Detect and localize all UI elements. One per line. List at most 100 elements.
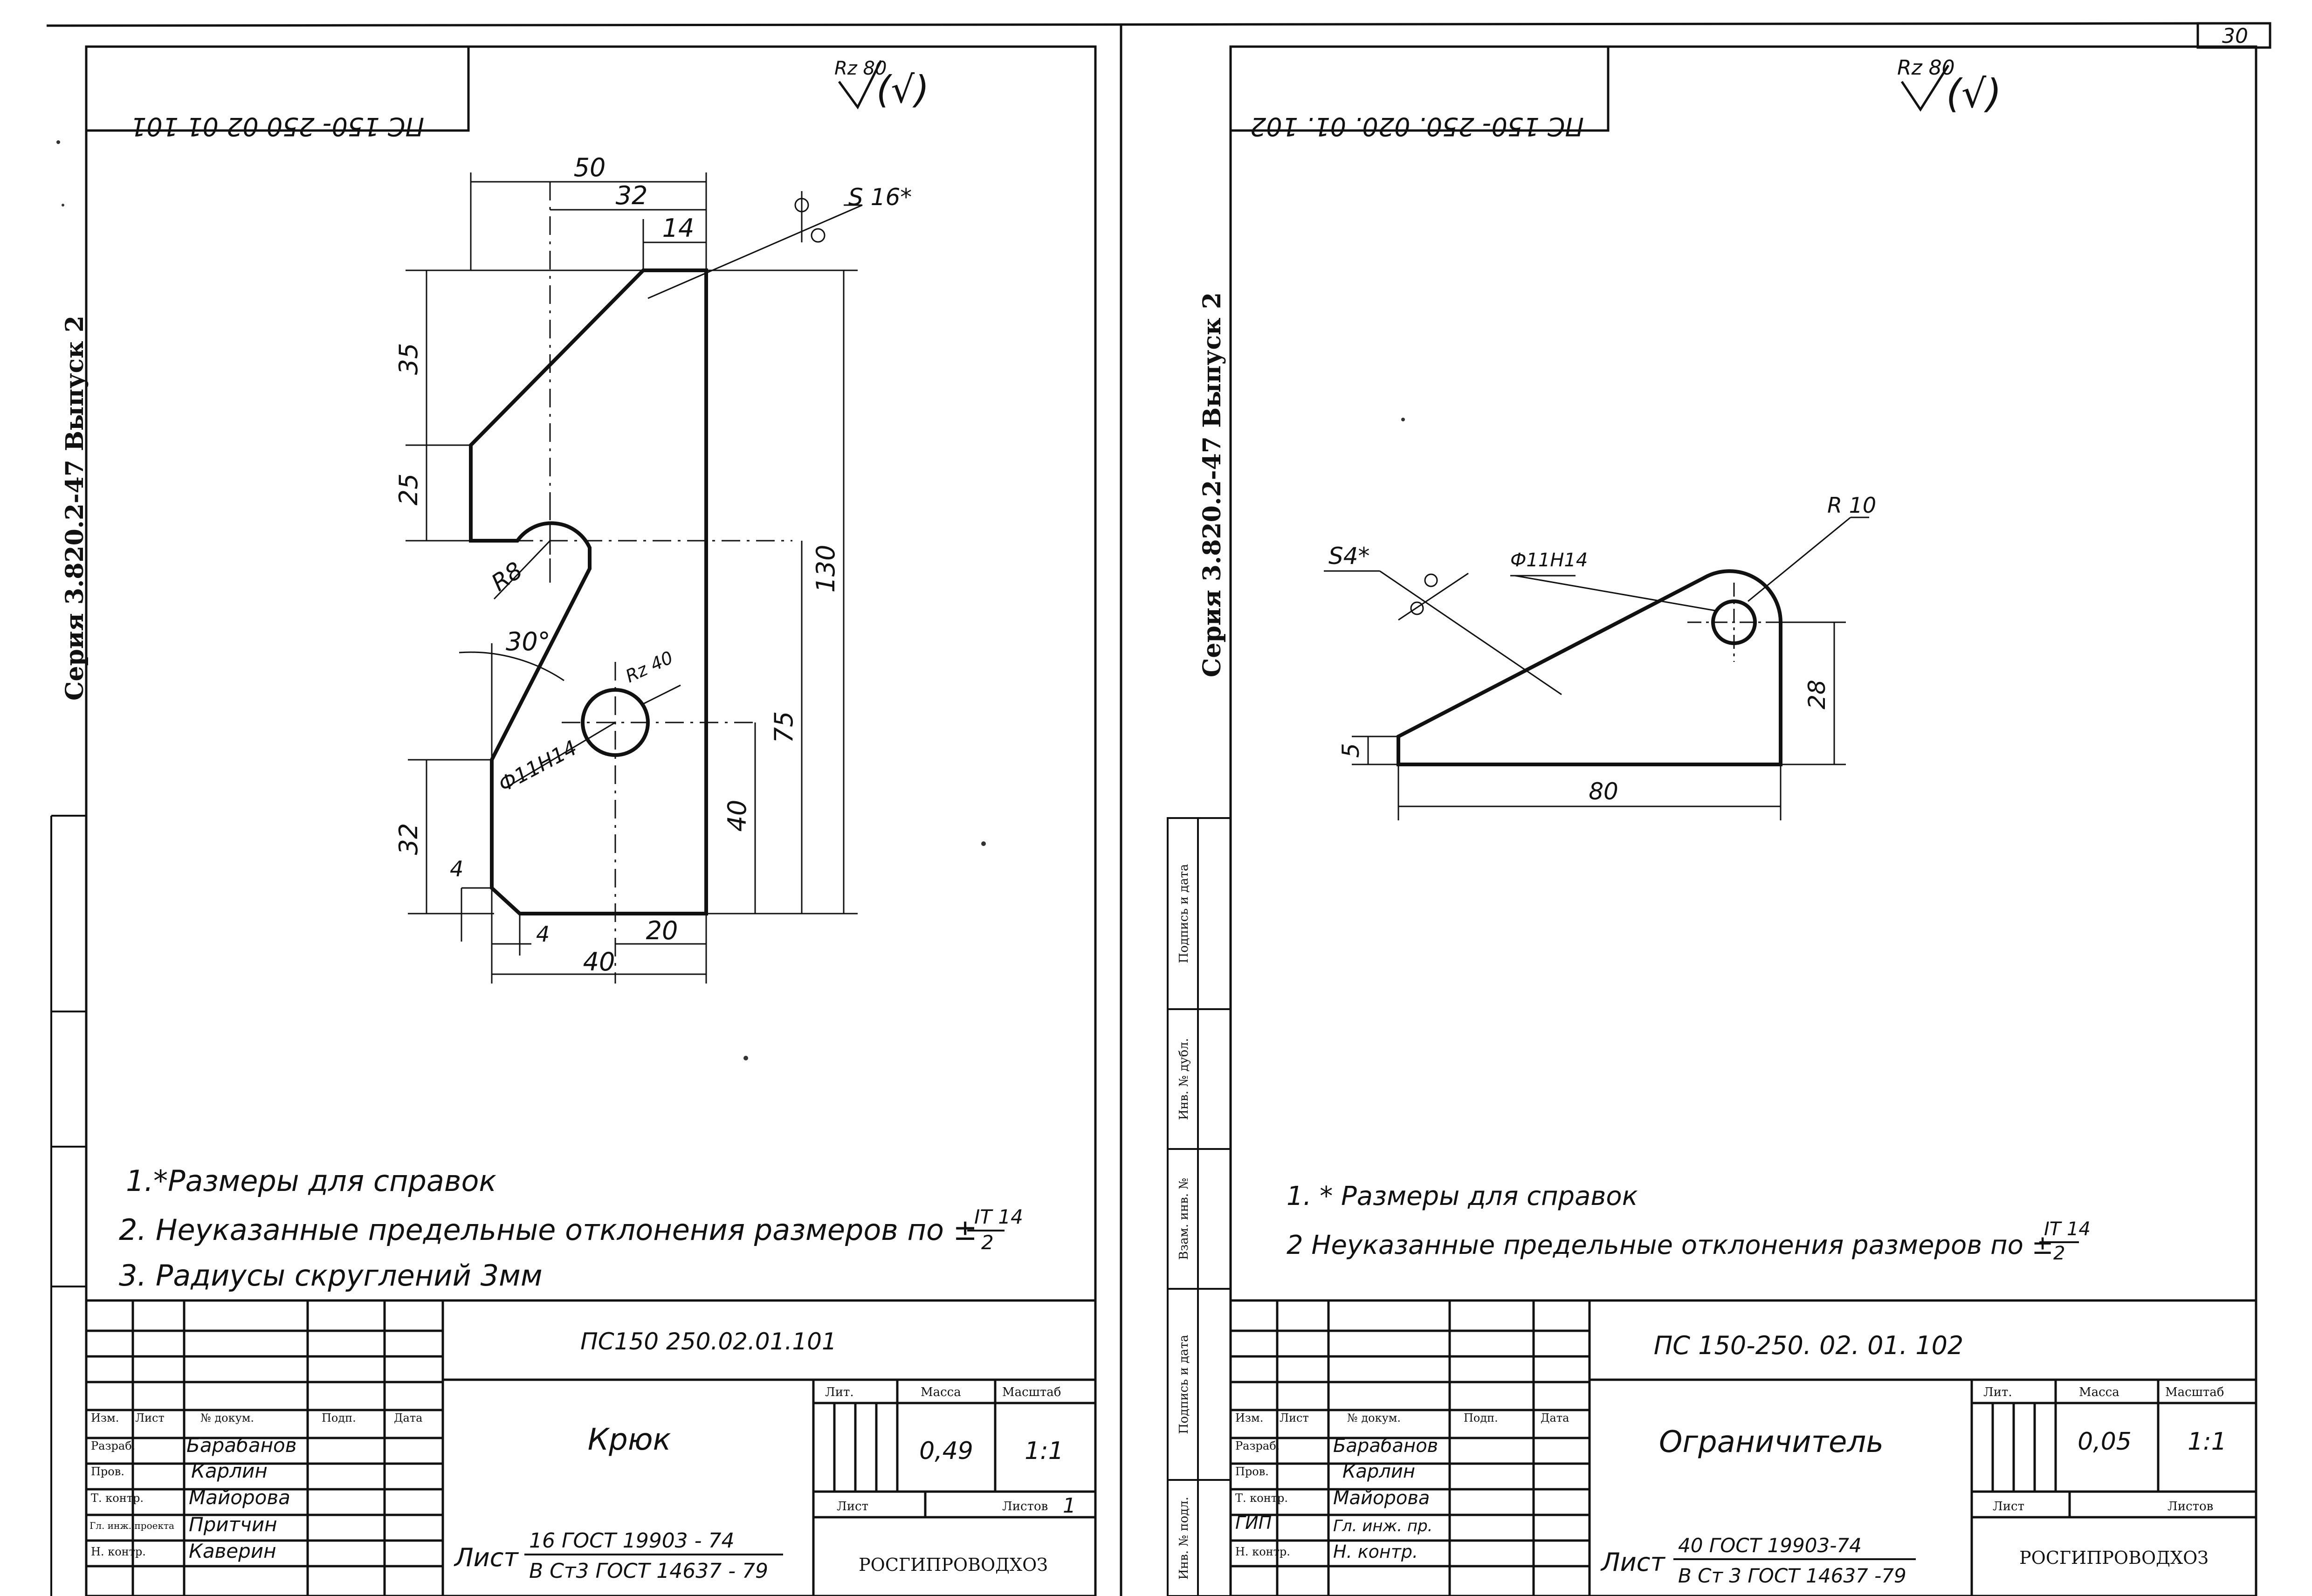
svg-text:Майорова: Майорова bbox=[1333, 1487, 1430, 1509]
svg-text:ГИП: ГИП bbox=[1235, 1513, 1272, 1533]
dim-80: 80 bbox=[1589, 778, 1618, 805]
thickness-s4: S4* bbox=[1328, 543, 1370, 570]
svg-text:IT 14: IT 14 bbox=[2044, 1218, 2091, 1240]
svg-text:Карлин: Карлин bbox=[191, 1459, 268, 1482]
svg-text:№ докум.: № докум. bbox=[1347, 1411, 1401, 1424]
svg-text:Пров.: Пров. bbox=[1235, 1465, 1269, 1478]
part-name-left: Крюк bbox=[588, 1423, 671, 1457]
hook-dim-labels: 50 32 14 35 25 130 75 40 32 4 4 20 40 R8… bbox=[394, 153, 912, 977]
title-block-left bbox=[86, 1299, 1095, 1596]
scale-left: 1:1 bbox=[1025, 1437, 1064, 1465]
svg-text:Подп.: Подп. bbox=[1464, 1411, 1498, 1424]
svg-text:Лист: Лист bbox=[1280, 1411, 1309, 1424]
hole-diameter-right: Ф11Н14 bbox=[1510, 550, 1588, 571]
svg-text:Изм.: Изм. bbox=[91, 1411, 119, 1424]
svg-text:Дата: Дата bbox=[1541, 1411, 1569, 1424]
mirror-code-right: ПС 150- 250. 020. 01. 102 bbox=[1250, 112, 1584, 141]
roughness-rz40: Rz 40 bbox=[622, 647, 676, 687]
svg-text:Н. контр.: Н. контр. bbox=[1235, 1545, 1290, 1558]
thickness-s16: S 16* bbox=[848, 184, 912, 211]
svg-text:№ докум.: № докум. bbox=[200, 1411, 254, 1424]
note-2-tol-num: IT 14 bbox=[974, 1205, 1023, 1228]
mass-left: 0,49 bbox=[919, 1437, 973, 1465]
svg-text:Листов: Листов bbox=[2168, 1500, 2213, 1513]
svg-text:Масса: Масса bbox=[2079, 1385, 2119, 1399]
angle-30: 30° bbox=[506, 627, 550, 656]
svg-text:Притчин: Притчин bbox=[189, 1513, 277, 1536]
dim-40-vertical: 40 bbox=[722, 800, 752, 832]
note-2-right: 2 Неуказанные предельные отклонения разм… bbox=[1287, 1230, 2054, 1260]
scan-specks bbox=[56, 140, 1405, 1060]
hole-diameter-left: Ф11Н14 bbox=[495, 736, 581, 797]
title-block-right-text: ПС 150-250. 02. 01. 102 Изм. Лист № доку… bbox=[1235, 1331, 2227, 1587]
org-left: РОСГИПРОВОДХОЗ bbox=[859, 1555, 1048, 1575]
org-right: РОСГИПРОВОДХОЗ bbox=[2019, 1548, 2209, 1568]
dim-4-horizontal: 4 bbox=[536, 922, 550, 947]
svg-text:Лист: Лист bbox=[135, 1411, 165, 1424]
series-label-right: Серия 3.820.2-47 Выпуск 2 bbox=[1198, 292, 1226, 677]
svg-text:Лист: Лист bbox=[454, 1543, 519, 1572]
title-block-left-text: ПС150 250.02.01.101 Изм. Лист № докум. П… bbox=[89, 1328, 1076, 1583]
svg-text:16 ГОСТ 19903 - 74: 16 ГОСТ 19903 - 74 bbox=[529, 1529, 735, 1553]
dim-40-horizontal: 40 bbox=[583, 947, 615, 977]
note-3: 3. Радиусы скруглений 3мм bbox=[119, 1259, 543, 1293]
limiter-outline bbox=[1397, 569, 1782, 766]
notes-left: 1.*Размеры для справок 2. Неуказанные пр… bbox=[119, 1164, 1023, 1293]
left-edge-strip bbox=[50, 815, 86, 1596]
dim-28: 28 bbox=[1803, 680, 1830, 709]
svg-text:Листов: Листов bbox=[1002, 1500, 1048, 1513]
scale-right: 1:1 bbox=[2188, 1428, 2227, 1456]
page-number: 30 bbox=[2222, 24, 2248, 48]
dim-14: 14 bbox=[662, 213, 695, 243]
svg-text:1: 1 bbox=[1063, 1494, 1076, 1518]
svg-text:Масштаб: Масштаб bbox=[2165, 1385, 2224, 1399]
svg-text:Гл. инж. пр.: Гл. инж. пр. bbox=[1333, 1517, 1432, 1535]
svg-text:В Ст3 ГОСТ 14637 - 79: В Ст3 ГОСТ 14637 - 79 bbox=[529, 1559, 768, 1583]
mass-right: 0,05 bbox=[2078, 1428, 2132, 1456]
svg-text:Майорова: Майорова bbox=[189, 1486, 290, 1509]
svg-text:40 ГОСТ 19903-74: 40 ГОСТ 19903-74 bbox=[1678, 1534, 1862, 1557]
limiter-labels: R 10 Ф11Н14 S4* 5 28 80 bbox=[1328, 493, 1876, 805]
dim-32-top: 32 bbox=[616, 181, 648, 210]
svg-text:Н. контр.: Н. контр. bbox=[91, 1545, 146, 1558]
dim-32-bottom: 32 bbox=[394, 823, 423, 855]
note-1: 1.*Размеры для справок bbox=[126, 1164, 496, 1198]
svg-text:Разраб.: Разраб. bbox=[91, 1439, 135, 1452]
svg-text:Лит.: Лит. bbox=[1983, 1385, 2012, 1399]
note-2: 2. Неуказанные предельные отклонения раз… bbox=[119, 1213, 977, 1247]
dim-25: 25 bbox=[394, 474, 423, 506]
svg-text:Разраб.: Разраб. bbox=[1235, 1439, 1280, 1452]
svg-text:Лист: Лист bbox=[1600, 1548, 1665, 1577]
svg-text:Лит.: Лит. bbox=[825, 1385, 854, 1399]
radius-r10: R 10 bbox=[1827, 493, 1876, 518]
stamp-label-4: Подпись и дата bbox=[1177, 1335, 1191, 1434]
svg-text:Т. контр.: Т. контр. bbox=[1235, 1492, 1288, 1505]
svg-text:Каверин: Каверин bbox=[189, 1540, 276, 1562]
hook-outline bbox=[469, 268, 708, 915]
left-sheet: ПС 150- 250 02 01 101 Rz 80 (√) bbox=[85, 45, 1095, 1596]
hook-dimensions bbox=[406, 172, 863, 984]
svg-text:Гл. инж. проекта: Гл. инж. проекта bbox=[89, 1520, 174, 1531]
svg-text:2: 2 bbox=[2053, 1243, 2065, 1264]
note-2-tol-den: 2 bbox=[981, 1231, 994, 1254]
svg-text:Карлин: Карлин bbox=[1342, 1461, 1415, 1482]
svg-text:(√): (√) bbox=[1946, 71, 2002, 117]
dim-75: 75 bbox=[769, 711, 798, 743]
stamp-column: Подпись и дата Инв. № дубл. Взам. инв. №… bbox=[1167, 817, 1232, 1596]
dim-20: 20 bbox=[646, 916, 678, 945]
svg-text:Rz 80: Rz 80 bbox=[1897, 56, 1955, 80]
svg-text:Т. контр.: Т. контр. bbox=[91, 1492, 144, 1505]
part-name-right: Ограничитель bbox=[1659, 1425, 1884, 1459]
svg-text:Изм.: Изм. bbox=[1235, 1411, 1263, 1424]
stamp-label-1: Подпись и дата bbox=[1177, 864, 1191, 963]
svg-text:(√): (√) bbox=[876, 68, 929, 111]
designation-right: ПС 150-250. 02. 01. 102 bbox=[1654, 1331, 1964, 1360]
stamp-label-2: Инв. № дубл. bbox=[1177, 1038, 1191, 1120]
hook-centerlines bbox=[480, 182, 792, 984]
svg-text:Подп.: Подп. bbox=[322, 1411, 356, 1424]
svg-text:В Ст 3 ГОСТ 14637 -79: В Ст 3 ГОСТ 14637 -79 bbox=[1678, 1564, 1906, 1587]
radius-r8: R8 bbox=[487, 557, 528, 597]
right-sheet: ПС 150- 250. 020. 01. 102 Rz 80 (√) bbox=[1229, 45, 2256, 1596]
stamp-label-5: Инв. № подл. bbox=[1177, 1497, 1191, 1580]
